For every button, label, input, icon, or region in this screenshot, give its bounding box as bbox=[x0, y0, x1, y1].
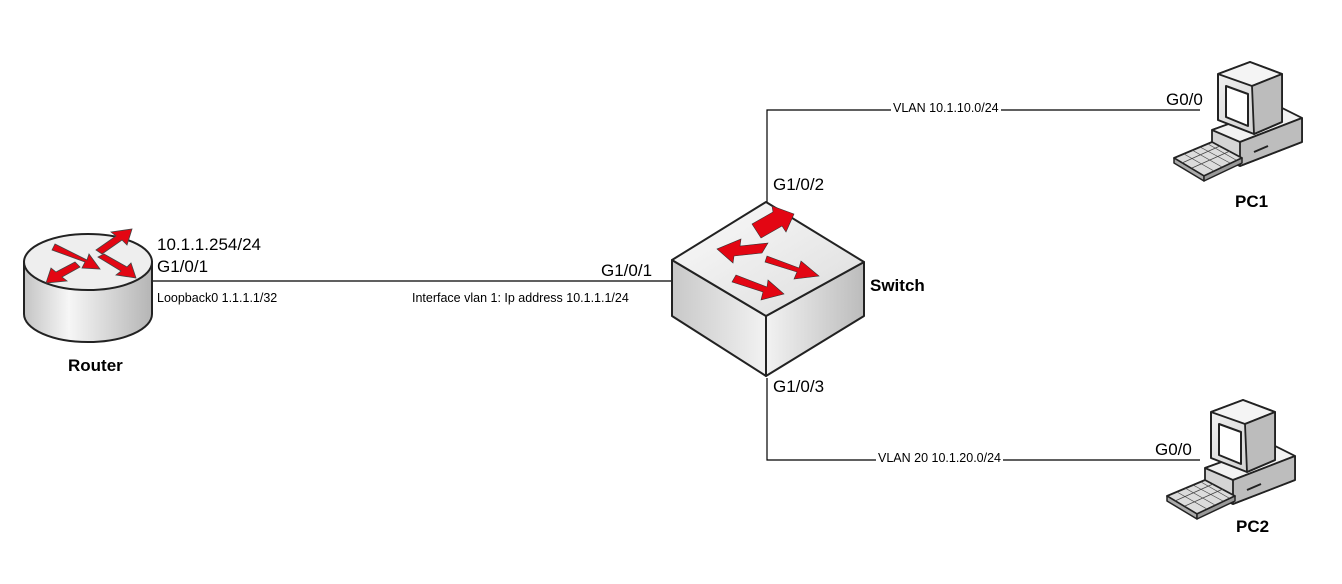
router-ip-label: 10.1.1.254/24 bbox=[157, 235, 261, 254]
pc1-label: PC1 bbox=[1235, 192, 1269, 211]
vlan10-label: VLAN 10.1.10.0/24 bbox=[891, 101, 1001, 115]
pc2-label: PC2 bbox=[1236, 517, 1270, 536]
link-switch-pc2 bbox=[766, 378, 1200, 461]
switch-icon[interactable] bbox=[671, 201, 865, 377]
router-label: Router bbox=[68, 356, 123, 375]
pc1-port-label: G0/0 bbox=[1166, 90, 1203, 109]
switch-port-g101-label: G1/0/1 bbox=[601, 261, 653, 280]
pc1-icon[interactable] bbox=[1173, 61, 1303, 182]
router-port-label: G1/0/1 bbox=[157, 257, 209, 276]
switch-port-g102-label: G1/0/2 bbox=[773, 175, 825, 194]
pc2-icon[interactable] bbox=[1166, 399, 1296, 520]
pc2-port-label: G0/0 bbox=[1155, 440, 1192, 459]
link-switch-pc1 bbox=[766, 109, 1200, 204]
router-loopback-label: Loopback0 1.1.1.1/32 bbox=[157, 291, 278, 305]
switch-svi-label: Interface vlan 1: Ip address 10.1.1.1/24 bbox=[412, 291, 629, 305]
router-icon[interactable] bbox=[23, 228, 153, 343]
vlan20-label: VLAN 20 10.1.20.0/24 bbox=[876, 451, 1004, 465]
links bbox=[152, 109, 1200, 461]
switch-port-g103-label: G1/0/3 bbox=[773, 377, 825, 396]
switch-label: Switch bbox=[870, 276, 925, 295]
